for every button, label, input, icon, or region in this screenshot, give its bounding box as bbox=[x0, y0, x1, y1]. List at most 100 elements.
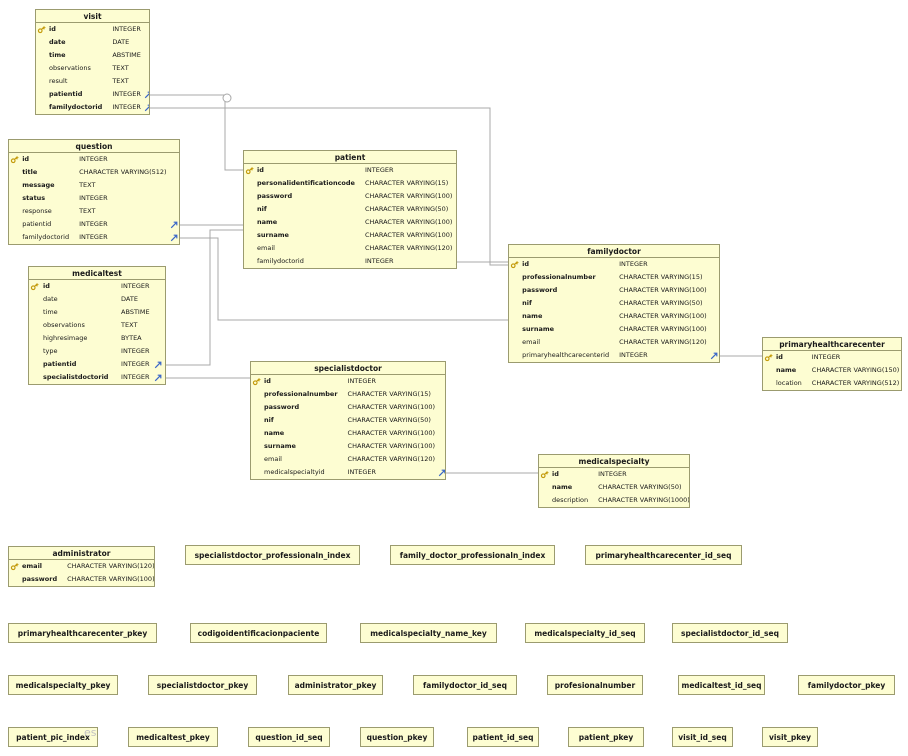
column-name: patientid bbox=[43, 360, 77, 369]
column-type: INTEGER bbox=[347, 377, 377, 386]
column-type: CHARACTER VARYING(100) bbox=[364, 218, 453, 227]
column-name: password bbox=[522, 286, 558, 295]
column-type: INTEGER bbox=[347, 468, 377, 477]
column-type: TEXT bbox=[112, 77, 129, 86]
icon-spacer bbox=[251, 388, 262, 401]
icon-spacer bbox=[709, 271, 719, 284]
icon-spacer bbox=[9, 218, 20, 231]
box-administrator_pkey[interactable]: administrator_pkey bbox=[288, 675, 383, 695]
column-name: nif bbox=[522, 299, 532, 308]
icon-spacer bbox=[763, 364, 774, 377]
icon-spacer bbox=[9, 205, 20, 218]
box-medicalspecialty_pkey[interactable]: medicalspecialty_pkey bbox=[8, 675, 118, 695]
foreign-key-icon bbox=[143, 88, 149, 101]
icon-spacer bbox=[143, 75, 149, 88]
foreign-key-icon bbox=[153, 358, 165, 371]
column-type: ABSTIME bbox=[121, 308, 150, 317]
box-medicaltest_pkey[interactable]: medicaltest_pkey bbox=[128, 727, 218, 747]
box-patient_pkey[interactable]: patient_pkey bbox=[568, 727, 644, 747]
column-type: INTEGER bbox=[121, 347, 150, 356]
icon-spacer bbox=[244, 242, 255, 255]
column-type: CHARACTER VARYING(150) bbox=[811, 366, 900, 375]
icon-spacer bbox=[143, 49, 149, 62]
box-specialistdoctor_professionaln_index[interactable]: specialistdoctor_professionaln_index bbox=[185, 545, 360, 565]
icon-spacer bbox=[29, 332, 41, 345]
column-name: location bbox=[776, 379, 802, 388]
box-medicaltest_id_seq[interactable]: medicaltest_id_seq bbox=[678, 675, 765, 695]
icon-spacer bbox=[437, 375, 445, 388]
box-question_id_seq[interactable]: question_id_seq bbox=[248, 727, 330, 747]
box-patient_pic_index[interactable]: patient_pic_index bbox=[8, 727, 98, 747]
box-visit_id_seq[interactable]: visit_id_seq bbox=[672, 727, 733, 747]
foreign-key-icon bbox=[709, 349, 719, 362]
icon-spacer bbox=[36, 49, 47, 62]
box-profesionalnumber[interactable]: profesionalnumber bbox=[547, 675, 643, 695]
icon-spacer bbox=[9, 573, 20, 586]
column-name: nif bbox=[257, 205, 267, 214]
icon-spacer bbox=[437, 414, 445, 427]
box-primaryhealthcarecenter_pkey[interactable]: primaryhealthcarecenter_pkey bbox=[8, 623, 157, 643]
column-type: CHARACTER VARYING(15) bbox=[347, 390, 431, 399]
icon-spacer bbox=[709, 284, 719, 297]
box-family_doctor_professionaln_index[interactable]: family_doctor_professionaln_index bbox=[390, 545, 555, 565]
column-type: DATE bbox=[112, 38, 130, 47]
relationship-line bbox=[166, 229, 243, 366]
box-primaryhealthcarecenter_id_seq[interactable]: primaryhealthcarecenter_id_seq bbox=[585, 545, 742, 565]
icon-spacer bbox=[153, 332, 165, 345]
icon-spacer bbox=[509, 297, 520, 310]
icon-spacer bbox=[709, 310, 719, 323]
column-name: password bbox=[257, 192, 293, 201]
column-name: description bbox=[552, 496, 589, 505]
icon-spacer bbox=[169, 205, 179, 218]
box-medicalspecialty_name_key[interactable]: medicalspecialty_name_key bbox=[360, 623, 497, 643]
column-name: time bbox=[49, 51, 66, 60]
icon-spacer bbox=[709, 297, 719, 310]
icon-spacer bbox=[9, 166, 20, 179]
box-specialistdoctor_id_seq[interactable]: specialistdoctor_id_seq bbox=[672, 623, 788, 643]
box-specialistdoctor_pkey[interactable]: specialistdoctor_pkey bbox=[148, 675, 257, 695]
icon-spacer bbox=[509, 349, 520, 362]
box-familydoctor_pkey[interactable]: familydoctor_pkey bbox=[798, 675, 895, 695]
column-name: name bbox=[257, 218, 278, 227]
primary-key-icon bbox=[251, 375, 262, 388]
icon-spacer bbox=[251, 440, 262, 453]
column-type: INTEGER bbox=[79, 220, 108, 229]
icon-spacer bbox=[153, 319, 165, 332]
box-familydoctor_id_seq[interactable]: familydoctor_id_seq bbox=[413, 675, 517, 695]
icon-spacer bbox=[251, 466, 262, 479]
column-type: CHARACTER VARYING(15) bbox=[364, 179, 449, 188]
foreign-key-icon bbox=[437, 466, 445, 479]
box-medicalspecialty_id_seq[interactable]: medicalspecialty_id_seq bbox=[525, 623, 645, 643]
icon-spacer bbox=[437, 401, 445, 414]
table-title: specialistdoctor bbox=[251, 362, 445, 375]
relationship-line bbox=[150, 94, 243, 171]
box-codigoidentificacionpaciente[interactable]: codigoidentificacionpaciente bbox=[190, 623, 327, 643]
box-question_pkey[interactable]: question_pkey bbox=[360, 727, 434, 747]
icon-spacer bbox=[169, 179, 179, 192]
connector-circle-marker bbox=[222, 93, 232, 103]
column-name: email bbox=[22, 562, 43, 571]
box-visit_pkey[interactable]: visit_pkey bbox=[762, 727, 818, 747]
box-patient_id_seq[interactable]: patient_id_seq bbox=[467, 727, 539, 747]
